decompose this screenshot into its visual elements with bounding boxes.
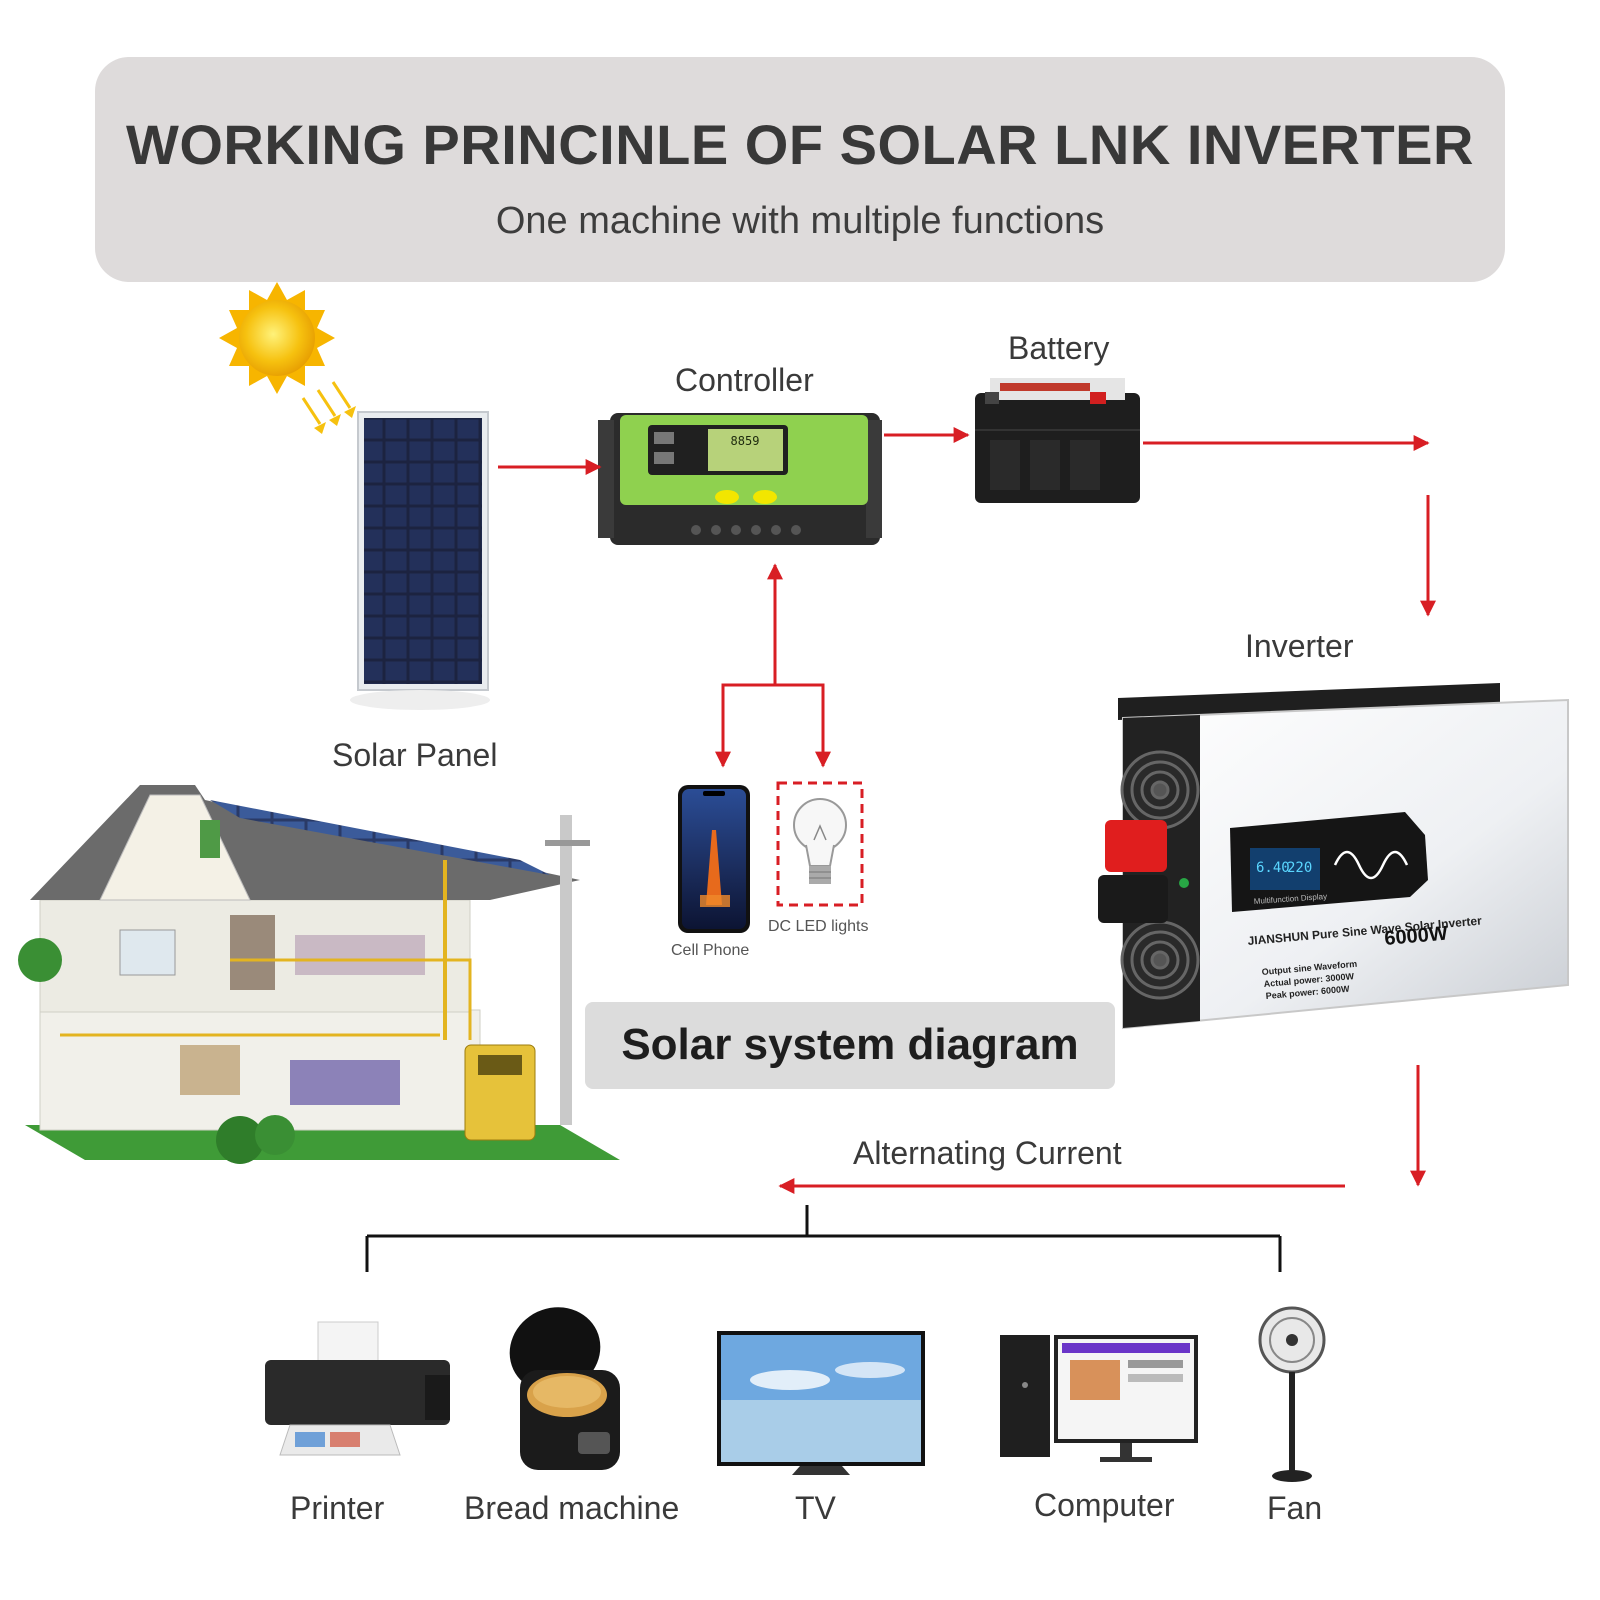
solar-panel-icon <box>350 411 490 710</box>
cell-phone-icon <box>678 785 750 933</box>
arrow-controller-to-bulb <box>775 683 831 768</box>
label-printer: Printer <box>290 1490 385 1526</box>
label-solar-panel: Solar Panel <box>332 737 498 773</box>
fan-icon <box>1258 1306 1326 1482</box>
diagram-caption: Solar system diagram <box>585 1002 1115 1089</box>
label-battery: Battery <box>1008 330 1110 366</box>
label-dc-led-lights: DC LED lights <box>768 918 869 935</box>
label-fan: Fan <box>1267 1490 1323 1526</box>
label-alternating-current: Alternating Current <box>853 1135 1122 1171</box>
battery-icon <box>975 378 1140 503</box>
diagram-caption-text: Solar system diagram <box>621 1020 1079 1069</box>
computer-icon <box>1000 1335 1198 1462</box>
arrow-controller-to-loads <box>715 683 775 768</box>
controller-lcd-readout: 8859 <box>731 434 760 448</box>
label-cell-phone: Cell Phone <box>671 942 750 959</box>
inverter-lcd-left: 6.40 <box>1256 860 1290 876</box>
negative-terminal <box>1098 875 1168 923</box>
controller-icon: 8859 <box>598 413 882 545</box>
dc-led-bulb-icon <box>776 781 864 907</box>
positive-terminal <box>1105 820 1167 872</box>
label-controller: Controller <box>675 362 814 398</box>
sun-icon <box>219 282 356 434</box>
page-subtitle: One machine with multiple functions <box>495 200 1105 242</box>
inverter-lcd-right: 220 <box>1287 860 1312 876</box>
label-computer: Computer <box>1034 1487 1175 1523</box>
header-banner: WORKING PRINCINLE OF SOLAR LNK INVERTER … <box>95 57 1505 282</box>
sine-wave-icon <box>1333 850 1409 880</box>
flow-arrows <box>498 427 1436 1194</box>
distribution-bracket <box>365 1205 1282 1272</box>
inverter-fan-bottom <box>1120 920 1200 1000</box>
label-tv: TV <box>795 1490 836 1526</box>
house-illustration <box>18 785 620 1164</box>
inverter-icon: 6.40 220 Multifunction Display JIANSHUN … <box>1098 683 1569 1030</box>
tv-icon <box>717 1331 925 1475</box>
inverter-fan-top <box>1120 750 1200 830</box>
page-title: WORKING PRINCINLE OF SOLAR LNK INVERTER <box>126 113 1474 176</box>
label-bread-machine: Bread machine <box>464 1490 680 1526</box>
bread-machine-icon <box>509 1307 620 1470</box>
printer-icon <box>265 1321 450 1456</box>
label-inverter: Inverter <box>1245 628 1354 664</box>
